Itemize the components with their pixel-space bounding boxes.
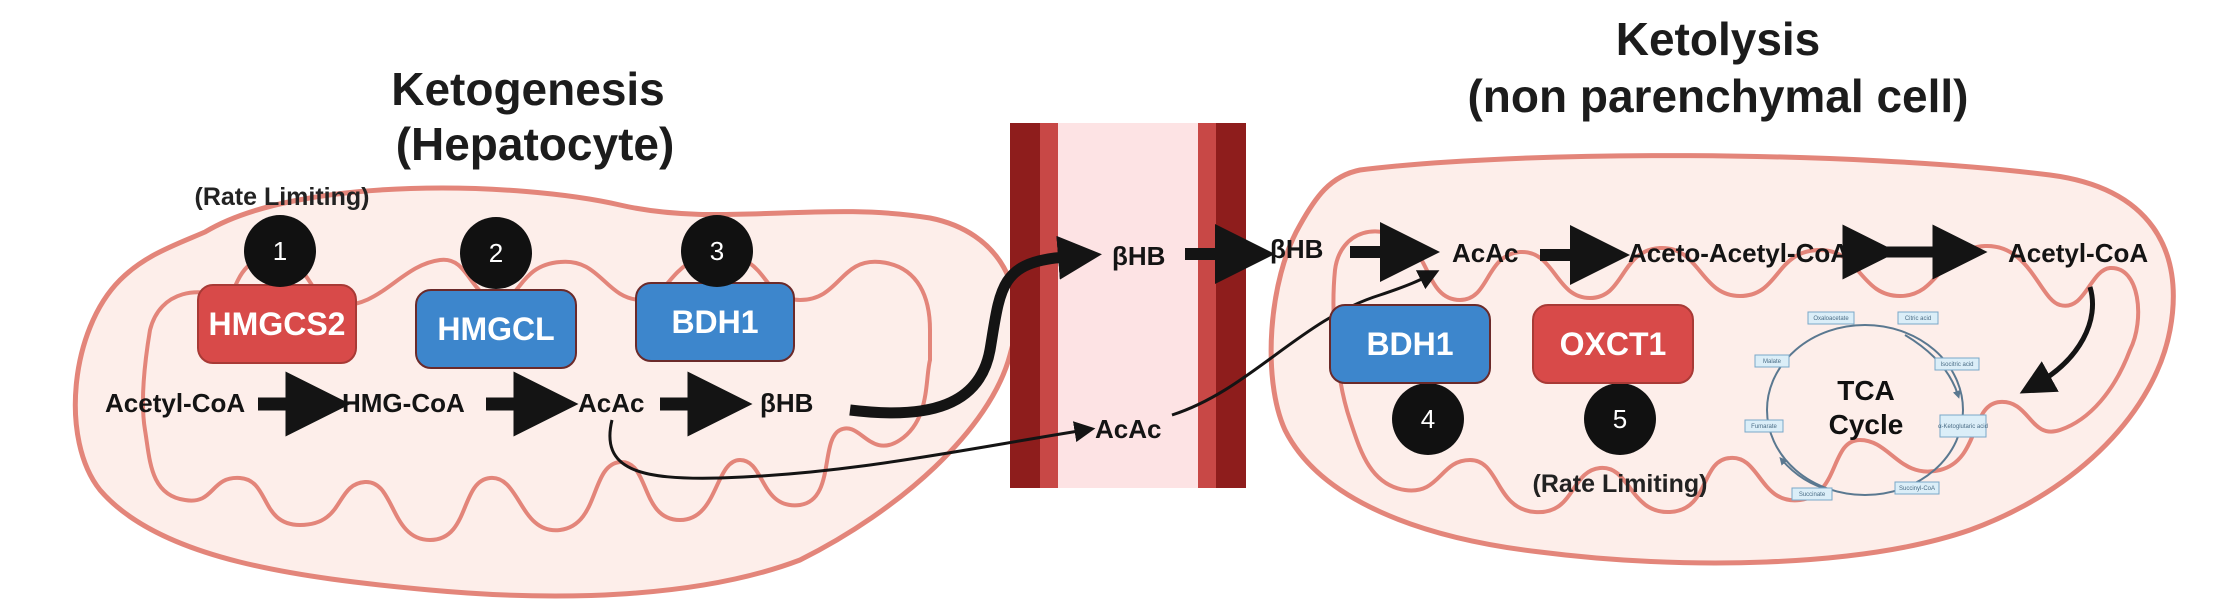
blood-vessel bbox=[1010, 123, 1246, 488]
enzyme-label: BDH1 bbox=[1366, 326, 1453, 362]
tca-cycle: Oxaloacetate Citric acid Isocitric acid … bbox=[1744, 311, 1988, 501]
left-mito-cristae bbox=[140, 252, 932, 543]
step-number-badge bbox=[460, 217, 532, 289]
enzyme-label: HMGCS2 bbox=[209, 306, 346, 342]
right-mito-cristae bbox=[1331, 229, 2141, 515]
enzyme-label: BDH1 bbox=[671, 304, 758, 340]
tca-node-label: Citric acid bbox=[1905, 316, 1931, 322]
vessel-bhb: βHB bbox=[1112, 241, 1165, 271]
vessel-inner-wall-left bbox=[1040, 123, 1058, 488]
metabolite-aceto-acetyl-coa: Aceto-Acetyl-CoA bbox=[1628, 238, 1849, 268]
tca-label-line1: TCA bbox=[1837, 375, 1895, 406]
tca-node bbox=[1939, 414, 1987, 438]
step-number: 3 bbox=[710, 236, 724, 266]
step-number-badge bbox=[1584, 383, 1656, 455]
tca-label-line2: Cycle bbox=[1829, 409, 1904, 440]
ketogenesis-title: Ketogenesis bbox=[391, 63, 665, 115]
metabolite-acac: AcAc bbox=[578, 388, 644, 418]
step-number: 4 bbox=[1421, 404, 1435, 434]
tca-node-label: Succinate bbox=[1799, 492, 1826, 498]
tca-node bbox=[1791, 487, 1833, 501]
rate-limiting-label-right: (Rate Limiting) bbox=[1533, 470, 1708, 498]
vessel-wall-right bbox=[1216, 123, 1246, 488]
metabolite-acetyl-coa: Acetyl-CoA bbox=[105, 388, 245, 418]
tca-node bbox=[1744, 419, 1784, 433]
tca-node-label: Malate bbox=[1763, 359, 1782, 365]
vessel-lumen bbox=[1040, 123, 1216, 488]
vessel-wall-left bbox=[1010, 123, 1040, 488]
tca-node bbox=[1807, 311, 1855, 325]
vessel-acac: AcAc bbox=[1095, 414, 1161, 444]
metabolite-acac-right: AcAc bbox=[1452, 238, 1518, 268]
tca-node-label: Isocitric acid bbox=[1940, 362, 1973, 368]
arrow-acetylcoa-to-tca bbox=[2019, 286, 2096, 394]
tca-node bbox=[1897, 311, 1939, 325]
hepatocyte-subtitle: (Hepatocyte) bbox=[396, 118, 675, 170]
enzyme-bdh1-left: BDH1 3 bbox=[635, 215, 795, 362]
rate-limiting-label-left: (Rate Limiting) bbox=[195, 183, 370, 211]
enzyme-box bbox=[1329, 304, 1491, 384]
arrow-bhb-export bbox=[849, 235, 1102, 419]
enzyme-hmgcs2: HMGCS2 1 bbox=[197, 215, 357, 364]
enzyme-oxct1: 5 OXCT1 bbox=[1532, 304, 1694, 455]
metabolite-hmg-coa: HMG-CoA bbox=[342, 388, 465, 418]
vessel-inner-wall-right bbox=[1198, 123, 1216, 488]
metabolite-bhb: βHB bbox=[760, 388, 813, 418]
tca-cycle-ring bbox=[1766, 324, 1964, 496]
step-number: 5 bbox=[1613, 404, 1627, 434]
tca-node-label: α-Ketoglutaric acid bbox=[1938, 424, 1988, 430]
tca-node bbox=[1934, 357, 1980, 371]
step-number-badge bbox=[244, 215, 316, 287]
step-number: 1 bbox=[273, 236, 287, 266]
metabolite-bhb-right: βHB bbox=[1270, 234, 1323, 264]
step-number: 2 bbox=[489, 238, 503, 268]
tca-node-label: Oxaloacetate bbox=[1813, 316, 1849, 322]
arrow-acac-export bbox=[608, 419, 1096, 480]
non-parenchymal-subtitle: (non parenchymal cell) bbox=[1467, 70, 1968, 122]
tca-node-label: Fumarate bbox=[1751, 424, 1777, 430]
enzyme-label: OXCT1 bbox=[1560, 326, 1667, 362]
metabolite-acetyl-coa-right: Acetyl-CoA bbox=[2008, 238, 2148, 268]
enzyme-box bbox=[1532, 304, 1694, 384]
step-number-badge bbox=[681, 215, 753, 287]
tca-node bbox=[1754, 354, 1790, 368]
enzyme-hmgcl: HMGCL 2 bbox=[415, 217, 577, 369]
tca-node bbox=[1894, 481, 1940, 495]
enzyme-label: HMGCL bbox=[437, 311, 554, 347]
enzyme-box bbox=[415, 289, 577, 369]
step-number-badge bbox=[1392, 383, 1464, 455]
tca-node-label: Succinyl-CoA bbox=[1899, 486, 1935, 492]
ketolysis-title: Ketolysis bbox=[1616, 13, 1821, 65]
enzyme-bdh1-right: 4 BDH1 bbox=[1329, 304, 1491, 455]
